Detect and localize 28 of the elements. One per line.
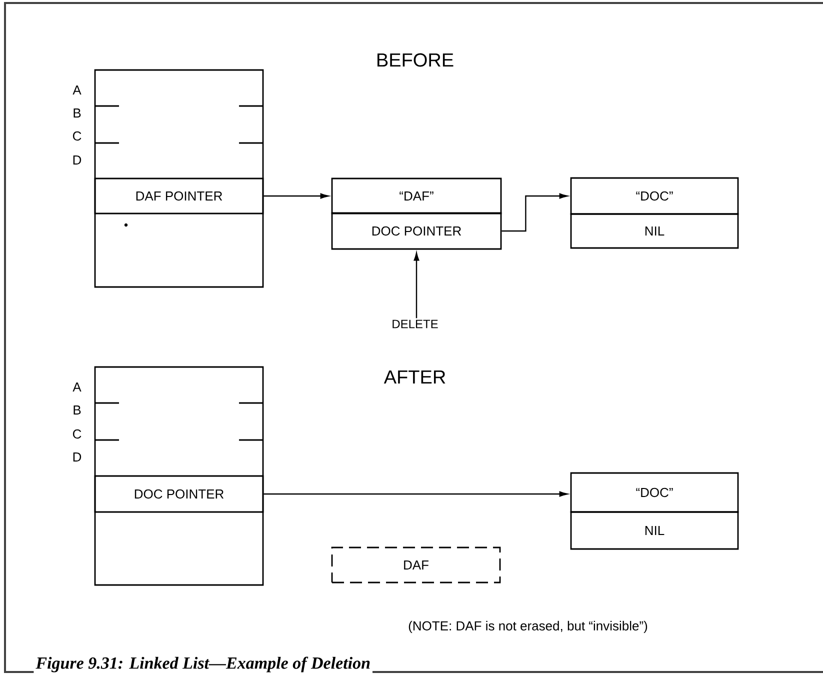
record-field: NIL [570,511,739,550]
row-letter: D [73,452,82,462]
arrow [502,193,568,232]
heading: AFTER [384,370,446,384]
heading: BEFORE [378,53,454,67]
record-field: NIL [570,213,739,249]
row-letter: A [72,86,82,94]
command-label: DELETE [392,320,438,328]
erased-record-box: DAF [331,546,501,584]
record-block [94,69,264,288]
arrow [414,252,420,318]
arrow [264,491,568,497]
row-letter: B [74,406,81,414]
row-letter: C [72,429,82,439]
record-field: DOC POINTER [94,475,264,513]
row-letter: D [73,156,82,164]
row-letter: B [74,108,81,118]
row-letter: A [72,382,82,392]
record-field: DAF POINTER [94,178,264,214]
row-letter: C [72,131,82,141]
record-field: “DOC” [570,472,739,513]
record-field: “DAF” [331,178,502,214]
record-block [94,366,264,586]
record-field: “DOC” [570,177,739,215]
note: (NOTE: DAF is not erased, but “invisible”) [408,620,648,634]
figure-caption: Figure 9.31: Linked List—Example of Deletion [34,654,372,674]
record-field: DOC POINTER [331,212,502,250]
arrow [264,193,329,199]
